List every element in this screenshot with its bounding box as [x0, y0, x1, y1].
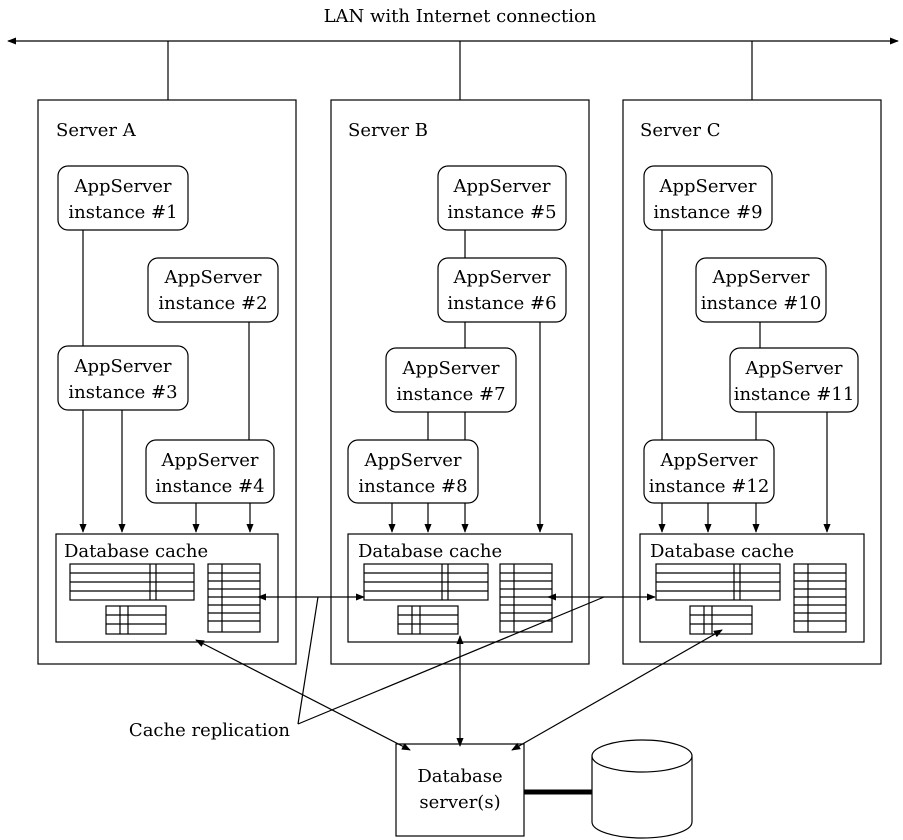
server-c: Server C AppServer instance #9 AppServer… — [622, 99, 882, 665]
svg-text:instance #12: instance #12 — [649, 476, 770, 497]
svg-text:AppServer: AppServer — [401, 358, 499, 379]
svg-text:AppServer: AppServer — [160, 450, 258, 471]
svg-text:Database cache: Database cache — [358, 541, 502, 562]
cache-table-b-large — [363, 563, 489, 601]
svg-text:instance #2: instance #2 — [158, 293, 267, 314]
lan-backbone — [7, 37, 899, 100]
database-disk-icon — [591, 739, 693, 839]
svg-text:instance #8: instance #8 — [358, 476, 467, 497]
svg-text:AppServer: AppServer — [659, 450, 757, 471]
svg-text:AppServer: AppServer — [452, 176, 550, 197]
svg-text:instance #9: instance #9 — [653, 202, 762, 223]
database-server: Database server(s) — [395, 743, 525, 837]
svg-text:AppServer: AppServer — [711, 267, 809, 288]
appserver-instance-7: AppServer instance #7 — [385, 347, 517, 413]
cache-table-c-large — [655, 563, 781, 601]
svg-text:instance #1: instance #1 — [68, 202, 177, 223]
database-cache-b: Database cache — [347, 533, 573, 643]
appserver-instance-8: AppServer instance #8 — [347, 439, 479, 504]
cache-table-a-small — [105, 605, 167, 635]
server-a-label: Server A — [56, 120, 137, 141]
svg-text:AppServer: AppServer — [744, 358, 842, 379]
appserver-instance-5: AppServer instance #5 — [437, 165, 567, 231]
server-b-label: Server B — [348, 120, 428, 141]
svg-text:server(s): server(s) — [419, 792, 500, 813]
svg-text:AppServer: AppServer — [363, 450, 461, 471]
svg-text:instance #5: instance #5 — [447, 202, 556, 223]
appserver-instance-1: AppServer instance #1 — [57, 165, 189, 231]
cache-table-a-large — [69, 563, 195, 601]
appserver-instance-6: AppServer instance #6 — [437, 257, 567, 323]
server-b: Server B AppServer instance #5 AppServer… — [330, 99, 590, 665]
svg-text:AppServer: AppServer — [73, 356, 171, 377]
appserver-instance-3: AppServer instance #3 — [57, 345, 189, 411]
svg-text:instance #6: instance #6 — [447, 293, 556, 314]
db-to-cache-links — [195, 629, 723, 751]
appserver-instance-10: AppServer instance #10 — [695, 257, 827, 323]
cache-table-a-right — [207, 563, 261, 633]
appserver-instance-2: AppServer instance #2 — [147, 257, 279, 323]
svg-text:Database cache: Database cache — [650, 541, 794, 562]
svg-text:instance #7: instance #7 — [396, 384, 505, 405]
appserver-instance-11: AppServer instance #11 — [729, 347, 859, 413]
svg-text:Database: Database — [417, 766, 502, 787]
cache-table-b-small — [397, 605, 459, 635]
cache-table-c-small — [689, 605, 753, 635]
appserver-instance-9: AppServer instance #9 — [643, 165, 773, 231]
cache-table-b-right — [499, 563, 553, 633]
cache-table-c-right — [793, 563, 847, 633]
database-cache-a: Database cache — [55, 533, 279, 643]
server-a: Server A AppServer instance #1 AppServer… — [37, 99, 297, 665]
server-c-label: Server C — [640, 120, 721, 141]
svg-text:AppServer: AppServer — [658, 176, 756, 197]
svg-text:instance #4: instance #4 — [155, 476, 264, 497]
database-cache-c: Database cache — [639, 533, 865, 643]
svg-text:AppServer: AppServer — [73, 176, 171, 197]
svg-text:Database cache: Database cache — [64, 541, 208, 562]
appserver-instance-12: AppServer instance #12 — [643, 439, 775, 504]
svg-text:AppServer: AppServer — [452, 267, 550, 288]
lan-label: LAN with Internet connection — [324, 6, 597, 27]
svg-text:instance #10: instance #10 — [701, 293, 822, 314]
svg-text:AppServer: AppServer — [163, 267, 261, 288]
svg-text:instance #3: instance #3 — [68, 382, 177, 403]
svg-text:instance #11: instance #11 — [734, 384, 855, 405]
cache-replication-label: Cache replication — [129, 720, 290, 741]
appserver-instance-4: AppServer instance #4 — [145, 439, 275, 504]
